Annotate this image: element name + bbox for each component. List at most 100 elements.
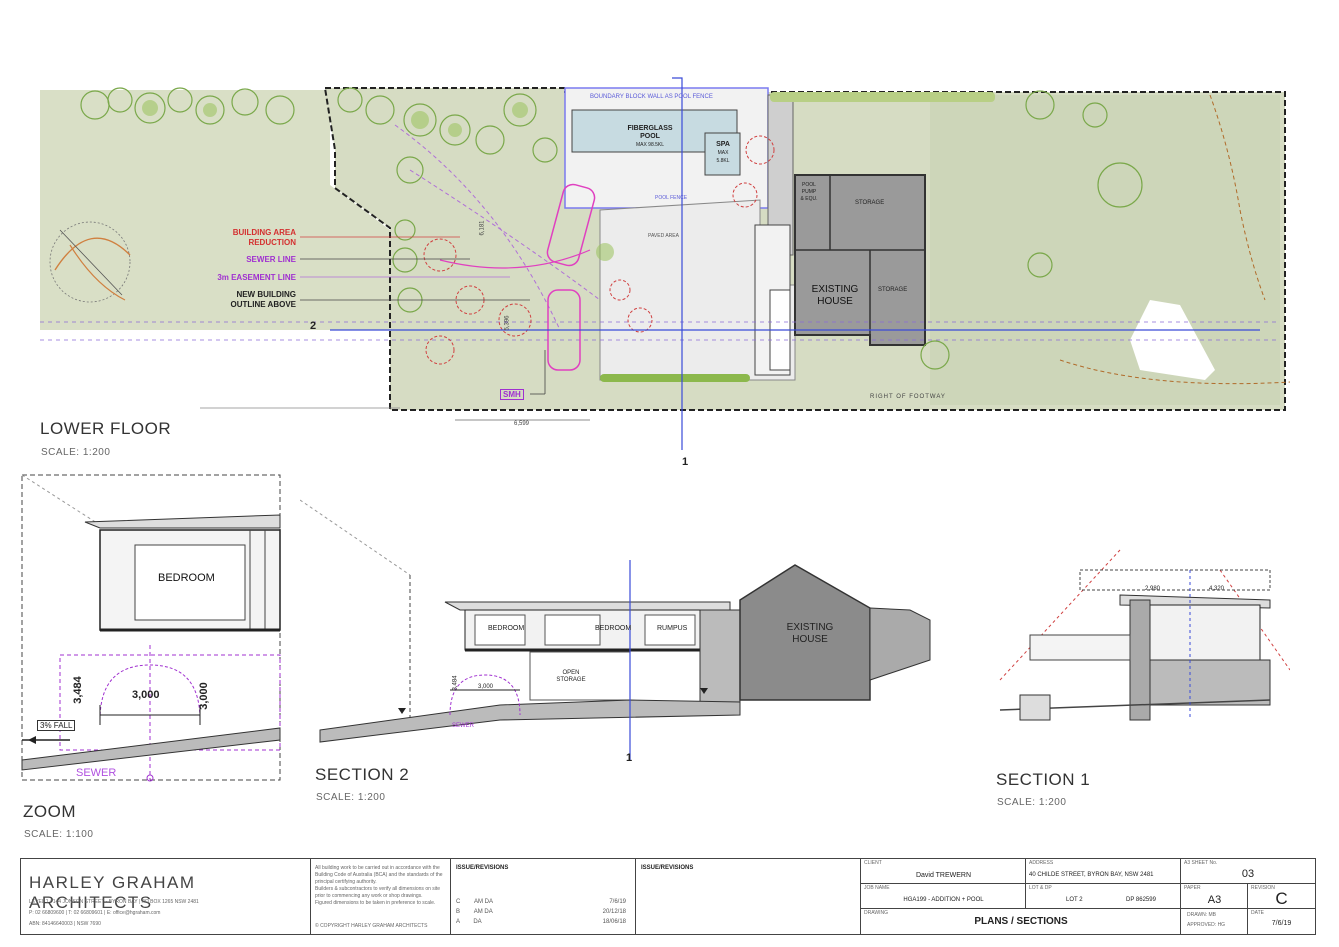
revision-desc: AM DA (473, 909, 493, 915)
drawn-value: DRAWN: MB (1187, 912, 1216, 918)
note-line: All building work to be carried out in a… (315, 865, 440, 871)
paper-value: A3 (1207, 894, 1222, 906)
legend-new-building: NEW BUILDING OUTLINE ABOVE (180, 290, 296, 310)
section1-scale: SCALE: 1:200 (997, 797, 1067, 808)
section2-sewer: SEWER (452, 723, 475, 729)
date-value: 7/6/19 (1271, 920, 1292, 927)
address-cell: ADDRESS 40 CHILDE STREET, BYRON BAY, NSW… (1026, 859, 1181, 884)
address-value: 40 CHILDE STREET, BYRON BAY, NSW 2481 (1029, 872, 1154, 878)
section2-bedroom-b: BEDROOM (595, 625, 632, 632)
drawing-value: PLANS / SECTIONS (974, 916, 1068, 927)
copyright: © COPYRIGHT HARLEY GRAHAM ARCHITECTS (315, 923, 428, 929)
spa-max-line1: MAX (717, 150, 729, 156)
revision-label: REVISION (1251, 885, 1275, 891)
dim-label-3: 5,396 (504, 315, 511, 331)
revision-code: C (456, 899, 461, 905)
legend-building-area: BUILDING AREA REDUCTION (180, 228, 296, 248)
section2-open-line1: OPEN (562, 670, 580, 676)
zoom-title: ZOOM (23, 802, 76, 821)
revision-desc: AM DA (474, 899, 494, 905)
zoom-dim-width: 3,000 (132, 689, 160, 701)
legend-building-area-line1: BUILDING AREA (232, 228, 296, 237)
legend-easement: 3m EASEMENT LINE (217, 273, 296, 282)
dim-label-2: 6,599 (514, 421, 530, 427)
section2-rumpus: RUMPUS (657, 625, 688, 632)
date-cell: DATE 7/6/19 (1248, 909, 1315, 934)
revision-row: C AM DA 7/6/19 (456, 899, 626, 905)
legend-building-area-line2: REDUCTION (248, 238, 296, 247)
section2-marker: 1 (626, 752, 633, 764)
plan-scale: SCALE: 1:200 (41, 447, 111, 458)
paper-label: PAPER (1184, 885, 1201, 891)
sheet-value: 03 (1241, 868, 1255, 880)
section1-dim-a: 2,980 (1145, 586, 1161, 592)
dp-value: DP 862599 (1126, 897, 1156, 903)
client-value: David TREWERN (915, 872, 972, 879)
pool-max-label: MAX 98.5KL (635, 142, 665, 148)
notes-panel: All building work to be carried out in a… (311, 859, 451, 934)
dim-label-1: 6,181 (479, 220, 486, 236)
section2-bedroom-a: BEDROOM (488, 625, 525, 632)
firm-name: HARLEY GRAHAM ARCHITECTS (29, 873, 196, 912)
existing-house-line1: EXISTING (811, 284, 859, 295)
drawing-label: DRAWING (864, 910, 888, 916)
revision-desc: DA (473, 919, 482, 925)
section1-dim-b: 4,320 (1209, 586, 1225, 592)
legend-new-building-line2: OUTLINE ABOVE (230, 300, 296, 309)
section2-existing-line2: HOUSE (792, 634, 828, 645)
revision-date: 18/06/18 (602, 919, 626, 925)
revision-code: A (456, 919, 460, 925)
revision-row: B AM DA 20/12/18 (456, 909, 626, 915)
section-2-drawing (300, 499, 931, 760)
note-line: Building Code of Australia (BCA) and the… (315, 872, 443, 878)
section2-dim-w: 3,000 (478, 684, 494, 690)
approved-value: APPROVED: HG (1187, 922, 1226, 928)
sheet-cell: A3 SHEET No. 03 (1181, 859, 1315, 884)
paper-cell: PAPER A3 (1181, 884, 1248, 909)
pool-pump-line1: POOL (802, 182, 816, 188)
note-line: principal certifying authority. (315, 879, 377, 885)
section2-scale: SCALE: 1:200 (316, 792, 386, 803)
address-label: ADDRESS (1029, 860, 1054, 866)
note-line: prior to commencing any work or shop dra… (315, 893, 423, 899)
note-line: Builders & subcontractors to verify all … (315, 886, 441, 892)
lot-value: LOT 2 (1066, 897, 1083, 903)
legend-new-building-line1: NEW BUILDING (236, 290, 296, 299)
lot-label: LOT & DP (1029, 885, 1052, 891)
zoom-dim-right: 3,000 (197, 682, 210, 710)
revisions-header-2: ISSUE/REVISIONS (641, 865, 694, 871)
existing-house-line2: HOUSE (817, 296, 853, 307)
spa-max-line2: 5.8KL (716, 158, 730, 164)
section2-title: SECTION 2 (315, 765, 410, 784)
jobname-cell: JOB NAME HGA199 - ADDITION + POOL (861, 884, 1026, 909)
pool-pump-line2: PUMP (801, 189, 817, 195)
jobname-value: HGA199 - ADDITION + POOL (903, 897, 984, 903)
pool-label-line1: FIBERGLASS (627, 125, 673, 132)
plan-title: LOWER FLOOR (40, 419, 172, 438)
pool-label-line2: POOL (640, 133, 660, 140)
revision-value: C (1275, 889, 1288, 908)
zoom-fall-label: 3% FALL (37, 720, 76, 731)
revision-date: 7/6/19 (609, 899, 626, 905)
legend-sewer: SEWER LINE (246, 255, 296, 264)
zoom-scale: SCALE: 1:100 (24, 829, 94, 840)
zoom-drawing (21, 474, 281, 782)
lower-floor-plan-drawing (40, 77, 1291, 450)
section-2-marker: 2 (310, 320, 317, 332)
section2-dim-h: 3,484 (452, 675, 459, 691)
drawn-cell: DRAWN: MB APPROVED: HG (1181, 909, 1248, 934)
lot-cell: LOT & DP LOT 2 DP 862599 (1026, 884, 1181, 909)
zoom-bedroom-label: BEDROOM (158, 572, 215, 584)
revisions-header: ISSUE/REVISIONS (456, 865, 509, 871)
storage-top-label: STORAGE (855, 200, 885, 206)
sheet-label: A3 SHEET No. (1184, 860, 1218, 866)
note-line: Figured dimensions to be taken in prefer… (315, 900, 436, 906)
smh-label: SMH (500, 389, 524, 400)
firm-phone: P: 02 66809600 | T: 02 66809601 | E: off… (29, 910, 161, 916)
client-cell: CLIENT David TREWERN (861, 859, 1026, 884)
firm-address: LEVEL 1 / 144 JONSON STREET · BYRON BAY … (29, 899, 199, 905)
title-block: HARLEY GRAHAM ARCHITECTS LEVEL 1 / 144 J… (20, 858, 1316, 935)
pool-fence-label: POOL FENCE (655, 195, 688, 201)
revision-code: B (456, 909, 461, 915)
revisions-panel-2: ISSUE/REVISIONS (636, 859, 861, 934)
